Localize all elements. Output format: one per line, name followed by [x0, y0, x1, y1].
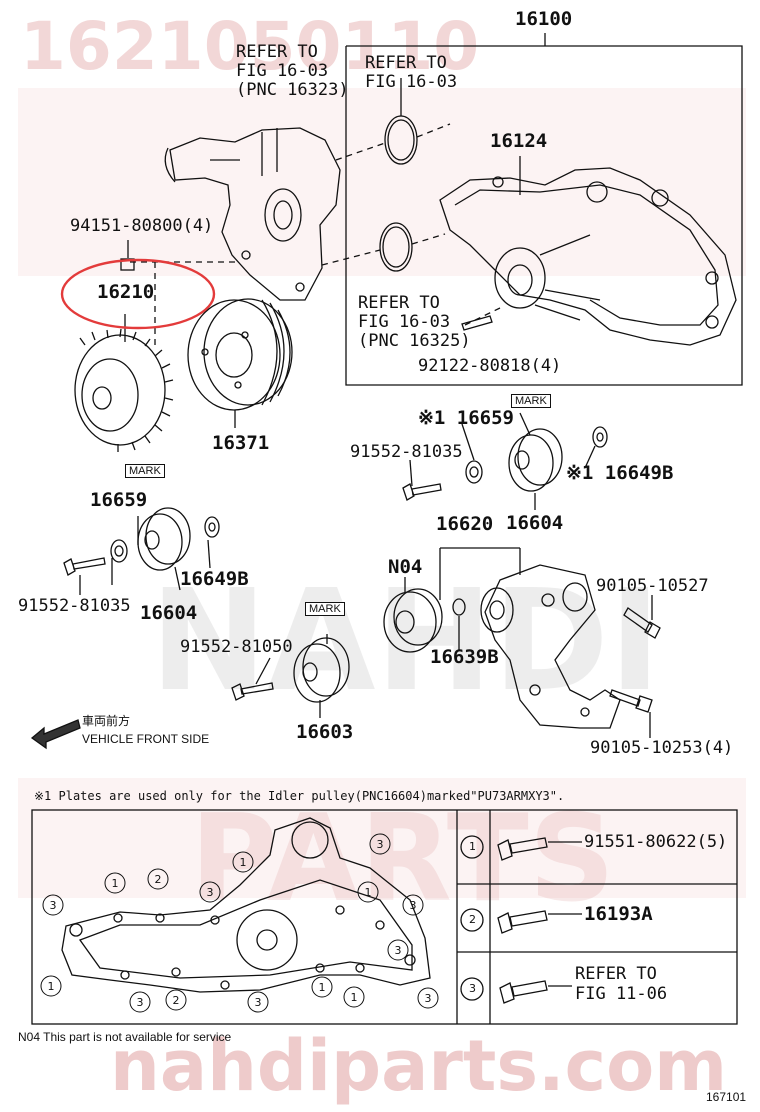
watermark-band-top	[18, 88, 746, 276]
mark-tag-top: MARK	[511, 394, 551, 408]
water-pump-body	[439, 167, 737, 346]
label-refer-c-2: FIG 16-03	[358, 312, 451, 332]
plate-16649b-left	[204, 516, 220, 538]
idler-pulley-16604-top	[508, 434, 554, 492]
idler-pulley-16603	[293, 643, 341, 703]
label-refer-a-1: REFER TO	[236, 42, 318, 62]
mark-tag-mid: MARK	[305, 602, 345, 616]
idler-n04	[383, 591, 437, 653]
label-16639b: 16639B	[430, 646, 499, 668]
watermark-site: nahdiparts.com	[110, 1025, 728, 1107]
figure-number: 167101	[706, 1090, 747, 1104]
label-91552-81050: 91552-81050	[180, 637, 293, 657]
label-refer-b-1: REFER TO	[365, 53, 447, 73]
label-refer-a-3: (PNC 16323)	[236, 80, 349, 100]
legend-part-2: 16193A	[584, 903, 653, 925]
callout-num: 3	[137, 996, 144, 1009]
label-16604-top: 16604	[506, 512, 564, 534]
callout-num: 1	[112, 877, 119, 890]
front-label-jp: 車両前方	[82, 714, 131, 728]
gasket-drawing	[61, 817, 431, 993]
label-16124: 16124	[490, 130, 548, 152]
bolt-16193a	[497, 910, 548, 934]
bolt-90105-10253	[609, 689, 653, 713]
legend-part-3-line2: FIG 11-06	[575, 984, 668, 1004]
callout-num: 1	[351, 991, 358, 1004]
bolt-91552-left	[63, 557, 106, 576]
callout-num: 3	[50, 899, 57, 912]
callout-num: 2	[173, 994, 180, 1007]
callout-num: 3	[377, 838, 384, 851]
assembly-frame	[345, 45, 743, 386]
legend-part-1: 91551-80622(5)	[584, 832, 728, 852]
label-90105-10253: 90105-10253(4)	[590, 738, 734, 758]
label-refer-c-1: REFER TO	[358, 293, 440, 313]
gasket-callout-numbers: 1 2 3 1 3 3 1 3 3 3 2 3 1 1 1 3	[48, 838, 432, 1009]
label-16659-top: ※1 16659	[418, 407, 514, 429]
label-refer-a-2: FIG 16-03	[236, 61, 329, 81]
label-90105-10527: 90105-10527	[596, 576, 709, 596]
callout-num: 3	[255, 996, 262, 1009]
bolt-91552-top	[402, 483, 442, 501]
label-16100: 16100	[515, 8, 573, 30]
bolt-fig-11-06	[499, 980, 548, 1004]
front-arrow-icon	[30, 719, 81, 750]
label-16210: 16210	[97, 281, 155, 303]
label-16649b-left: 16649B	[180, 568, 249, 590]
label-16659-left: 16659	[90, 489, 148, 511]
label-refer-b-2: FIG 16-03	[365, 72, 458, 92]
label-16620: 16620	[436, 513, 494, 535]
label-16604-left: 16604	[140, 602, 198, 624]
bolt-91552-81050	[231, 682, 274, 701]
stud-bolt-92122	[461, 315, 493, 331]
callout-num: 3	[207, 886, 214, 899]
label-92122: 92122-80818(4)	[418, 356, 562, 376]
front-label-en: VEHICLE FRONT SIDE	[82, 732, 210, 746]
label-91552-left: 91552-81035	[18, 596, 131, 616]
callout-num: 3	[395, 944, 402, 957]
highlight-ellipse-16210	[60, 258, 216, 330]
label-16371: 16371	[212, 432, 270, 454]
callout-num: 3	[425, 992, 432, 1005]
plate-note: ※1 Plates are used only for the Idler pu…	[34, 789, 565, 803]
callout-num: 1	[365, 886, 372, 899]
label-91552-top: 91552-81035	[350, 442, 463, 462]
plate-16649b-top	[592, 426, 608, 448]
legend-num-1: 1	[469, 840, 476, 853]
tensioner-assembly-16620	[480, 564, 621, 729]
legend-box	[31, 809, 738, 1025]
n04-note: N04 This part is not available for servi…	[18, 1030, 232, 1044]
label-16603: 16603	[296, 721, 354, 743]
nut-94151	[120, 258, 135, 271]
mark-tag-left: MARK	[125, 464, 165, 478]
washer-16639b	[452, 598, 466, 616]
label-94151: 94151-80800(4)	[70, 216, 214, 236]
label-n04: N04	[388, 556, 423, 578]
plate-16659-top	[465, 460, 483, 484]
fan-clutch	[74, 328, 174, 452]
callout-num: 1	[240, 856, 247, 869]
callout-num: 3	[410, 899, 417, 912]
legend-num-2: 2	[469, 913, 476, 926]
callout-num: 2	[155, 873, 162, 886]
plate-16659-left	[110, 539, 128, 563]
water-inlet-housing	[164, 127, 341, 301]
bolt-90105-10527	[623, 607, 661, 639]
label-refer-c-3: (PNC 16325)	[358, 331, 471, 351]
o-ring-lower	[379, 222, 413, 272]
bolt-91551-80622	[497, 837, 548, 861]
o-ring-upper	[384, 115, 418, 165]
callout-num: 1	[48, 980, 55, 993]
legend-part-3-line1: REFER TO	[575, 964, 657, 984]
label-16649b-top: ※1 16649B	[566, 462, 674, 484]
callout-num: 1	[319, 981, 326, 994]
legend-num-3: 3	[469, 982, 476, 995]
fan-pulley	[187, 298, 293, 411]
